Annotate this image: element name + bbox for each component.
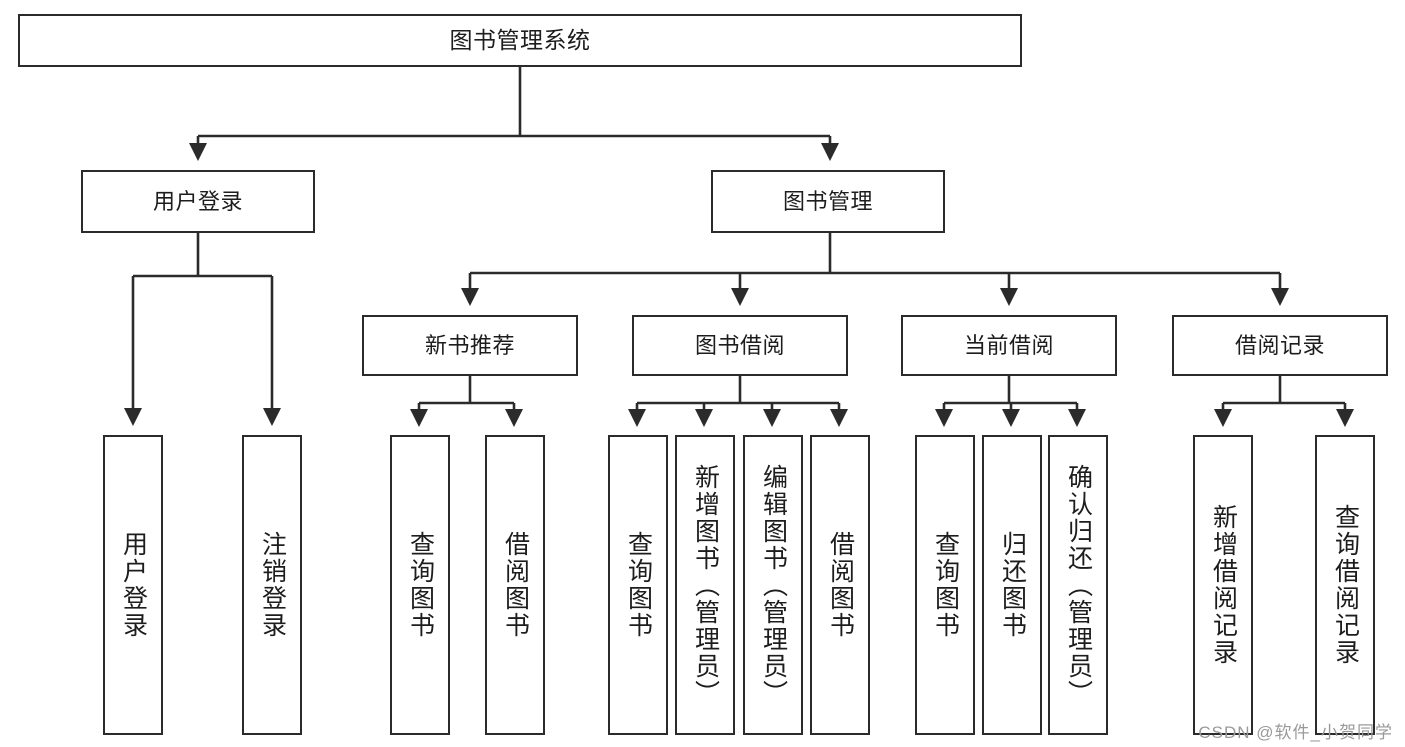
- node-book-borrow[interactable]: 图书借阅: [632, 315, 848, 376]
- leaf-current-borrow-query[interactable]: 查询图书: [915, 435, 975, 735]
- node-label: 用户登录: [119, 531, 148, 639]
- node-root-system[interactable]: 图书管理系统: [18, 14, 1022, 67]
- node-label: 新增借阅记录: [1209, 504, 1238, 666]
- node-label: 查询借阅记录: [1331, 504, 1360, 666]
- leaf-book-borrow-query[interactable]: 查询图书: [608, 435, 668, 735]
- node-label: 查询图书: [931, 531, 960, 639]
- node-label: 借阅记录: [1234, 332, 1325, 358]
- node-label: 确认归还（管理员）: [1064, 463, 1093, 707]
- leaf-book-borrow-lend[interactable]: 借阅图书: [810, 435, 870, 735]
- node-label: 归还图书: [998, 531, 1027, 639]
- node-borrow-record[interactable]: 借阅记录: [1172, 315, 1388, 376]
- leaf-borrow-record-add[interactable]: 新增借阅记录: [1193, 435, 1253, 735]
- leaf-current-borrow-return[interactable]: 归还图书: [982, 435, 1042, 735]
- node-user-login[interactable]: 用户登录: [81, 170, 315, 233]
- node-label: 新增图书（管理员）: [691, 463, 720, 707]
- node-label: 注销登录: [258, 531, 287, 639]
- node-label: 编辑图书（管理员）: [759, 463, 788, 707]
- node-label: 查询图书: [406, 531, 435, 639]
- leaf-new-book-borrow[interactable]: 借阅图书: [485, 435, 545, 735]
- node-label: 图书借阅: [694, 332, 785, 358]
- node-label: 查询图书: [624, 531, 653, 639]
- leaf-new-book-query[interactable]: 查询图书: [390, 435, 450, 735]
- leaf-user-login-signin[interactable]: 用户登录: [103, 435, 163, 735]
- node-label: 新书推荐: [424, 332, 515, 358]
- node-label: 借阅图书: [826, 531, 855, 639]
- node-label: 图书管理系统: [449, 26, 591, 53]
- leaf-borrow-record-query[interactable]: 查询借阅记录: [1315, 435, 1375, 735]
- leaf-current-borrow-confirm-return[interactable]: 确认归还（管理员）: [1048, 435, 1108, 735]
- leaf-user-login-signout[interactable]: 注销登录: [242, 435, 302, 735]
- node-current-borrow[interactable]: 当前借阅: [901, 315, 1117, 376]
- node-book-management[interactable]: 图书管理: [711, 170, 945, 233]
- watermark-text: CSDN @软件_小贺同学: [1198, 723, 1393, 742]
- node-label: 用户登录: [152, 188, 243, 214]
- node-new-book-recommend[interactable]: 新书推荐: [362, 315, 578, 376]
- node-label: 图书管理: [782, 188, 873, 214]
- node-label: 当前借阅: [963, 332, 1054, 358]
- node-label: 借阅图书: [501, 531, 530, 639]
- leaf-book-borrow-add[interactable]: 新增图书（管理员）: [675, 435, 735, 735]
- leaf-book-borrow-edit[interactable]: 编辑图书（管理员）: [743, 435, 803, 735]
